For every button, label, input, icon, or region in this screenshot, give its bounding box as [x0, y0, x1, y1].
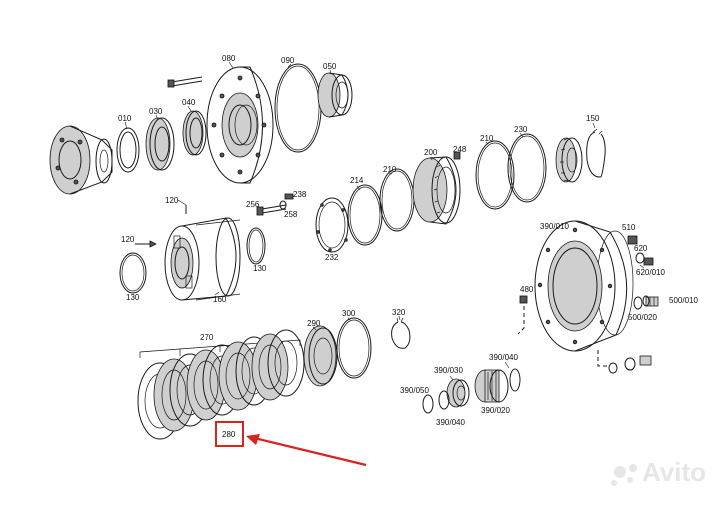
label-258: 258 [284, 210, 298, 219]
label-010: 010 [118, 114, 132, 123]
label-120-left: 120 [121, 235, 135, 244]
part-390-030-bearing [446, 375, 470, 408]
label-210-b: 210 [480, 134, 494, 143]
part-210-ring-b [475, 140, 515, 210]
label-300: 300 [342, 309, 356, 318]
label-480: 480 [520, 285, 534, 294]
label-040: 040 [182, 98, 196, 107]
part-130-ring-right [246, 227, 266, 265]
label-320: 320 [392, 308, 406, 317]
label-200: 200 [424, 148, 438, 157]
part-300-ring [336, 317, 372, 379]
label-390-030: 390/030 [434, 366, 463, 375]
avito-watermark-text: Avito [642, 457, 706, 487]
assembly-dash-line-a [517, 306, 525, 335]
part-390-040-ring-b [509, 368, 521, 392]
part-200-ring-gear [412, 156, 461, 225]
label-500-020: 500/020 [628, 313, 657, 322]
part-500-020-seal [633, 296, 643, 310]
label-150: 150 [586, 114, 600, 123]
label-232: 232 [325, 253, 339, 262]
label-160: 160 [213, 295, 227, 304]
label-390-040-a: 390/040 [436, 418, 465, 427]
label-210-a: 210 [383, 165, 397, 174]
label-248: 248 [453, 145, 467, 154]
label-620-010: 620/010 [636, 268, 665, 277]
label-130-right: 130 [253, 264, 267, 273]
part-390-050-ring [422, 394, 434, 414]
highlight-arrow [246, 434, 367, 467]
label-238: 238 [293, 190, 307, 199]
label-256: 256 [246, 200, 260, 209]
label-130-left: 130 [126, 293, 140, 302]
part-620-fitting [635, 252, 654, 269]
label-290: 290 [307, 319, 321, 328]
part-232-shim [315, 197, 349, 253]
label-390-020: 390/020 [481, 406, 510, 415]
label-270: 270 [200, 333, 214, 342]
part-030-bearing [145, 117, 175, 171]
label-080: 080 [222, 54, 236, 63]
label-500-010: 500/010 [669, 296, 698, 305]
part-290-plate [303, 325, 338, 387]
label-390-040-b: 390/040 [489, 353, 518, 362]
label-280: 280 [222, 430, 236, 439]
part-160-planet-carrier [164, 217, 241, 301]
label-510: 510 [622, 223, 636, 232]
part-510-plug [627, 235, 638, 245]
part-150-snap-ring [586, 128, 606, 178]
label-030: 030 [149, 107, 163, 116]
part-320-snap-ring [391, 317, 411, 349]
avito-watermark: Avito [611, 457, 706, 487]
part-390-020-roller-bearing [474, 369, 509, 403]
part-500-010-fitting [642, 295, 659, 307]
part-390-010-housing [534, 220, 634, 352]
label-120-top: 120 [165, 196, 179, 205]
part-390-040-ring-a [438, 390, 450, 410]
part-210-ring-a [379, 168, 415, 232]
part-fitting-group [608, 355, 652, 374]
part-480-plug [519, 295, 528, 304]
part-090-o-ring [274, 63, 322, 153]
label-390-050: 390/050 [400, 386, 429, 395]
part-stud-bolt [167, 76, 203, 88]
part-120-pin-left [135, 240, 157, 248]
part-280-clutch-discs [137, 329, 305, 440]
assembly-dash-line-b [597, 350, 608, 367]
part-258-washer [279, 200, 287, 210]
label-230: 230 [514, 125, 528, 134]
label-214: 214 [350, 176, 364, 185]
part-214-ring [347, 184, 383, 246]
part-sun-gear [555, 137, 583, 183]
part-130-ring-left [119, 252, 147, 294]
part-010-hub-flange [49, 125, 113, 195]
label-090: 090 [281, 56, 295, 65]
label-050: 050 [323, 62, 337, 71]
part-238-pin [284, 193, 294, 200]
part-248-plug [453, 151, 461, 160]
label-390-010: 390/010 [540, 222, 569, 231]
label-620: 620 [634, 244, 648, 253]
part-040-ring [182, 110, 207, 156]
part-010-ring [116, 127, 140, 173]
part-050-bearing-cup [317, 72, 353, 118]
part-230-ring [507, 133, 547, 203]
part-256-bolt [256, 204, 287, 216]
highlight-box-280 [215, 421, 244, 447]
part-080-wheel-hub [206, 66, 274, 184]
